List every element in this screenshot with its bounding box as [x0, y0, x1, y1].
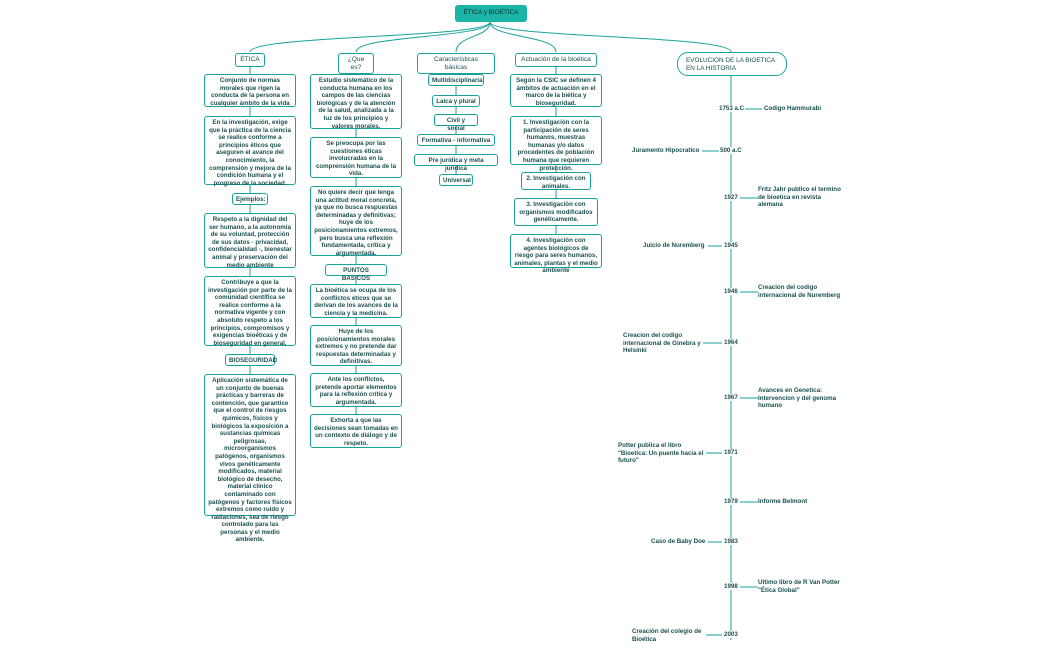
- etica-box-3[interactable]: Respeto a la dignidad del ser humano, a …: [204, 213, 296, 269]
- timeline-year: 1945: [723, 242, 739, 249]
- caract-universal[interactable]: Universal: [439, 174, 473, 186]
- timeline-event[interactable]: Creación del colegio de Bioética: [632, 628, 702, 643]
- actuacion-box-1[interactable]: Según la CSIC se definen 4 ámbitos de ac…: [510, 74, 602, 107]
- quees-box-2[interactable]: Se preocupa por las cuestiones éticas in…: [310, 137, 402, 178]
- timeline-year: 1971: [723, 449, 739, 456]
- timeline-event[interactable]: Avances en Genetica: Intervencion y del …: [758, 387, 837, 410]
- timeline-year: 1979: [723, 498, 739, 505]
- timeline-event[interactable]: Juicio de Nuremberg: [643, 242, 705, 249]
- etica-ejemplos[interactable]: Ejemplos:: [232, 193, 268, 205]
- timeline-year: 1964: [723, 339, 739, 346]
- timeline-event[interactable]: Juramento Hipocratico: [632, 147, 700, 154]
- timeline-event[interactable]: Potter publica el libro "Bioetica: Un pu…: [618, 442, 704, 465]
- quees-box-5[interactable]: Huye de los posicionamientos morales ext…: [310, 325, 402, 366]
- timeline-event[interactable]: Informe Belmont: [758, 498, 808, 505]
- timeline-header[interactable]: EVOLUCION DE LA BIOETICA EN LA HISTORIA: [677, 52, 787, 76]
- caract-civil[interactable]: Civil y social: [434, 114, 478, 132]
- timeline-event[interactable]: Creacion del codigo internacional de Gin…: [623, 332, 701, 355]
- quees-box-4[interactable]: La bioética se ocupa de los conflictos é…: [310, 284, 402, 318]
- caract-laica[interactable]: Laica y plural: [432, 95, 480, 107]
- actuacion-header[interactable]: Actuación de la bioética: [515, 53, 597, 67]
- actuacion-box-4[interactable]: 3. Investigación con organismos modifica…: [514, 198, 598, 226]
- timeline-year: 1998: [723, 583, 739, 590]
- etica-box-4[interactable]: Contribuye a que la investigación por pa…: [204, 276, 296, 347]
- actuacion-box-2[interactable]: 1. Investigación con la participación de…: [510, 116, 602, 172]
- timeline-event[interactable]: Creacion del codigo internacional de Nur…: [758, 284, 841, 299]
- quees-box-7[interactable]: Exhorta a que las decisiones sean tomada…: [310, 414, 402, 448]
- etica-box-2[interactable]: En la investigación, exige que la prácti…: [204, 116, 296, 187]
- quees-box-1[interactable]: Estudio sistemático de la conducta human…: [310, 74, 402, 130]
- caract-prejuridica[interactable]: Pre jurídica y meta jurídica: [414, 154, 498, 172]
- caract-formativa[interactable]: Formativa - informativa: [417, 134, 495, 146]
- timeline-event[interactable]: Caso de Baby Doe: [651, 538, 706, 545]
- quees-box-6[interactable]: Ante los conflictos, pretende aportar el…: [310, 373, 402, 407]
- timeline-year: 1967: [723, 394, 739, 401]
- caracteristicas-header[interactable]: Características básicas: [417, 53, 495, 75]
- etica-bioseguridad[interactable]: BIOSEGURIDAD: [225, 354, 277, 366]
- timeline-year: 1753 a.C: [718, 105, 746, 112]
- actuacion-box-5[interactable]: 4. Investigación con agentes biológicos …: [510, 234, 602, 274]
- quees-puntos-basicos[interactable]: PUNTOS BASICOS: [325, 264, 387, 282]
- timeline-year: 2003: [723, 631, 739, 638]
- etica-box-5[interactable]: Aplicación sistemática de un conjunto de…: [204, 374, 296, 543]
- timeline-year: 1983: [723, 538, 739, 545]
- etica-header[interactable]: ÉTICA: [235, 53, 265, 67]
- actuacion-box-3[interactable]: 2. Investigación con animales.: [521, 172, 591, 190]
- root-node[interactable]: ÉTICA y BIOÉTICA: [455, 5, 527, 22]
- timeline-year: 500 a.C: [719, 147, 743, 154]
- timeline-year: 1927: [723, 194, 739, 201]
- etica-box-1[interactable]: Conjunto de normas morales que rigen la …: [204, 74, 296, 107]
- timeline-year: 1946: [723, 288, 739, 295]
- timeline-event[interactable]: Fritz Jahr publico el termino de bioetic…: [758, 186, 841, 209]
- timeline-event[interactable]: Codigo Hammurabi: [764, 105, 822, 112]
- timeline-event[interactable]: Ultimo libro de R Van Potter "Ética Glob…: [758, 579, 840, 594]
- quees-header[interactable]: ¿Que es?: [338, 53, 374, 75]
- caract-multidisciplinaria[interactable]: Multidisciplinaria: [428, 74, 484, 86]
- quees-box-3[interactable]: No quiere decir que tenga una actitud mo…: [310, 186, 402, 257]
